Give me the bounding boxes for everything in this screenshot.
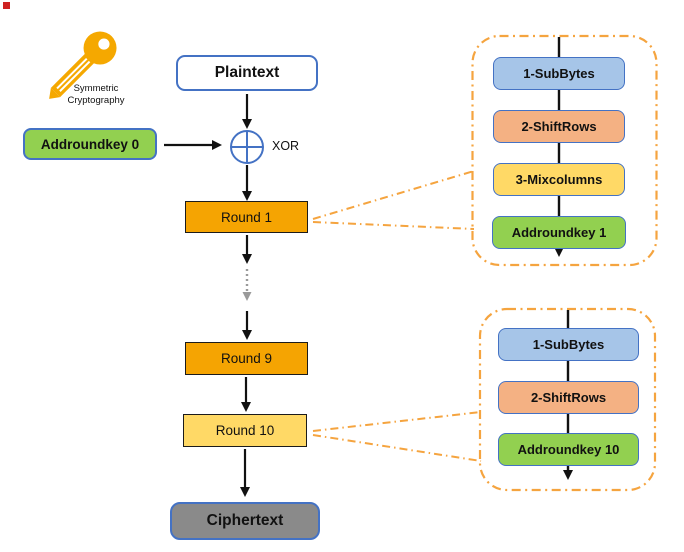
xor-circle bbox=[230, 130, 264, 164]
panel1-step-mixcolumns: 3-Mixcolumns bbox=[493, 163, 625, 196]
plaintext-node: Plaintext bbox=[176, 55, 318, 91]
key-caption: Symmetric Cryptography bbox=[58, 83, 134, 106]
panel1-step-addroundkey1: Addroundkey 1 bbox=[492, 216, 626, 249]
addroundkey0-node: Addroundkey 0 bbox=[23, 128, 157, 160]
panel2-step-addroundkey10: Addroundkey 10 bbox=[498, 433, 639, 466]
round1-detail-panel-border bbox=[471, 34, 658, 267]
callout-lines-round10 bbox=[312, 411, 482, 462]
round10-node: Round 10 bbox=[183, 414, 307, 447]
panel1-step-shiftrows: 2-ShiftRows bbox=[493, 110, 625, 143]
key-caption-line1: Symmetric bbox=[73, 83, 119, 94]
corner-marker bbox=[3, 2, 10, 9]
key-caption-line2: Cryptography bbox=[67, 94, 125, 106]
panel2-step-shiftrows: 2-ShiftRows bbox=[498, 381, 639, 414]
xor-label: XOR bbox=[272, 139, 300, 153]
callout-lines-round1 bbox=[312, 170, 475, 230]
round10-detail-panel-border bbox=[478, 307, 657, 492]
round9-node: Round 9 bbox=[185, 342, 308, 375]
ciphertext-node: Ciphertext bbox=[170, 502, 320, 540]
round1-node: Round 1 bbox=[185, 201, 308, 233]
key-icon bbox=[49, 31, 117, 99]
panel2-step-subbytes: 1-SubBytes bbox=[498, 328, 639, 361]
panel1-step-subbytes: 1-SubBytes bbox=[493, 57, 625, 90]
